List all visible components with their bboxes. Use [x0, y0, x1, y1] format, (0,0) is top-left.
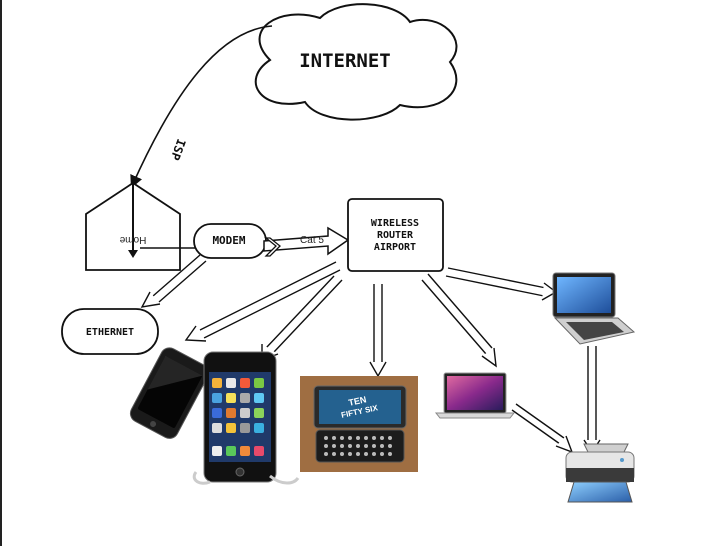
modem-label: MODEM [212, 234, 245, 247]
ethernet-node: ETHERNET [61, 308, 159, 355]
tablet-screen-line1: TEN [348, 394, 368, 408]
home-house: Home [85, 181, 181, 271]
router-line2: ROUTER [377, 230, 414, 241]
printer-icon [565, 443, 635, 503]
isp-arrow [130, 25, 273, 189]
wireless-router-node: WIRELESS ROUTER AIRPORT [347, 198, 444, 272]
home-label: Home [119, 234, 146, 245]
iphone-icon [129, 347, 210, 439]
slider-phone-icon: TEN FIFTY SIX [300, 376, 418, 472]
ipod-touch-icon [192, 351, 300, 485]
internet-cloud: INTERNET [254, 3, 458, 121]
ethernet-label: ETHERNET [86, 327, 134, 338]
modem-router-arrow [263, 226, 350, 257]
connection-arrows [140, 254, 601, 454]
router-line3: AIRPORT [374, 242, 416, 253]
cat5-label: Cat 5 [300, 235, 324, 246]
left-border [0, 0, 2, 546]
isp-label: ISP [168, 137, 189, 162]
macbook-icon [434, 372, 516, 419]
netbook-laptop-icon [552, 272, 636, 345]
router-line1: WIRELESS [371, 218, 419, 229]
modem-node: MODEM [193, 223, 267, 259]
internet-label: INTERNET [299, 50, 391, 72]
